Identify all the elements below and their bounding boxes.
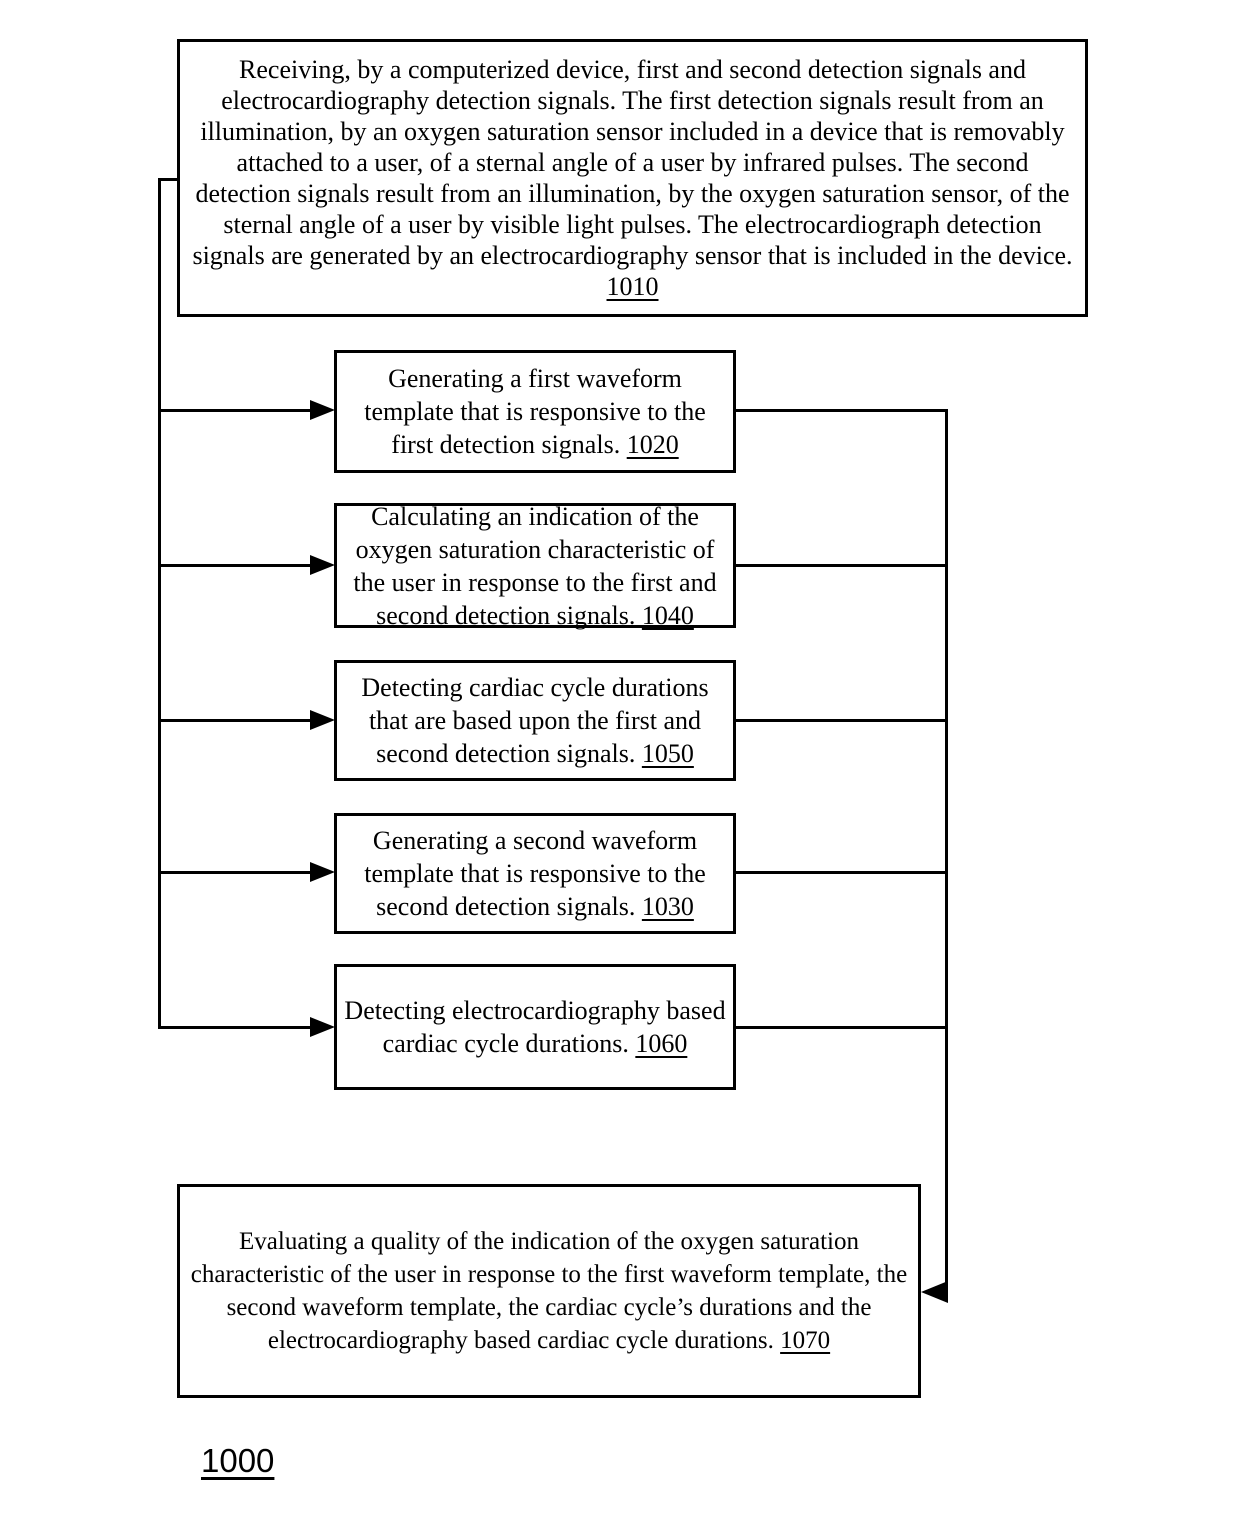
step-content: Detecting electrocardiography based card… — [337, 994, 733, 1060]
connector-branch-1030 — [158, 871, 311, 874]
connector-exit-1050 — [736, 719, 948, 722]
step-content: Generating a second waveform template th… — [337, 824, 733, 923]
connector-branch-1020 — [158, 409, 311, 412]
flow-step-1050: Detecting cardiac cycle durations that a… — [334, 660, 736, 781]
step-text: Receiving, by a computerized device, fir… — [192, 55, 1073, 270]
connector-right-vertical — [945, 409, 948, 1293]
arrowhead-into-1060 — [310, 1017, 335, 1037]
flow-step-1010: Receiving, by a computerized device, fir… — [177, 39, 1088, 317]
figure-label: 1000 — [201, 1442, 275, 1479]
flow-step-1060: Detecting electrocardiography based card… — [334, 964, 736, 1090]
arrowhead-into-1050 — [310, 710, 335, 730]
step-content: Receiving, by a computerized device, fir… — [180, 54, 1085, 302]
connector-branch-1060 — [158, 1026, 311, 1029]
step-text: Generating a second waveform template th… — [364, 826, 706, 921]
connector-exit-1040 — [736, 564, 948, 567]
flow-step-1070: Evaluating a quality of the indication o… — [177, 1184, 921, 1398]
step-text: Detecting cardiac cycle durations that a… — [361, 673, 709, 768]
arrowhead-into-1040 — [310, 555, 335, 575]
arrowhead-into-1020 — [310, 400, 335, 420]
step-ref: 1060 — [635, 1029, 688, 1058]
step-ref: 1050 — [641, 739, 694, 768]
step-ref: 1040 — [641, 600, 694, 630]
step-content: Generating a first waveform template tha… — [337, 362, 733, 461]
step-content: Calculating an indication of the oxygen … — [337, 500, 733, 632]
arrowhead-into-1070 — [921, 1281, 948, 1303]
connector-exit-1030 — [736, 871, 948, 874]
flow-step-1030: Generating a second waveform template th… — [334, 813, 736, 934]
connector-exit-1020 — [736, 409, 948, 412]
step-text: Detecting electrocardiography based card… — [344, 996, 726, 1058]
step-ref: 1030 — [641, 892, 694, 921]
step-ref: 1010 — [606, 272, 659, 301]
connector-left-vertical — [158, 178, 161, 1029]
connector-branch-1040 — [158, 564, 311, 567]
step-ref: 1020 — [626, 430, 679, 459]
flow-step-1020: Generating a first waveform template tha… — [334, 350, 736, 473]
connector-top-horizontal — [158, 178, 178, 181]
flow-step-1040: Calculating an indication of the oxygen … — [334, 502, 736, 630]
connector-branch-1050 — [158, 719, 311, 722]
step-text: Calculating an indication of the oxygen … — [353, 501, 717, 630]
connector-exit-1060 — [736, 1026, 948, 1029]
step-content: Evaluating a quality of the indication o… — [180, 1225, 918, 1357]
step-text: Evaluating a quality of the indication o… — [190, 1228, 908, 1354]
step-ref: 1070 — [780, 1327, 831, 1354]
step-content: Detecting cardiac cycle durations that a… — [337, 671, 733, 770]
arrowhead-into-1030 — [310, 862, 335, 882]
step-text: Generating a first waveform template tha… — [364, 364, 706, 459]
